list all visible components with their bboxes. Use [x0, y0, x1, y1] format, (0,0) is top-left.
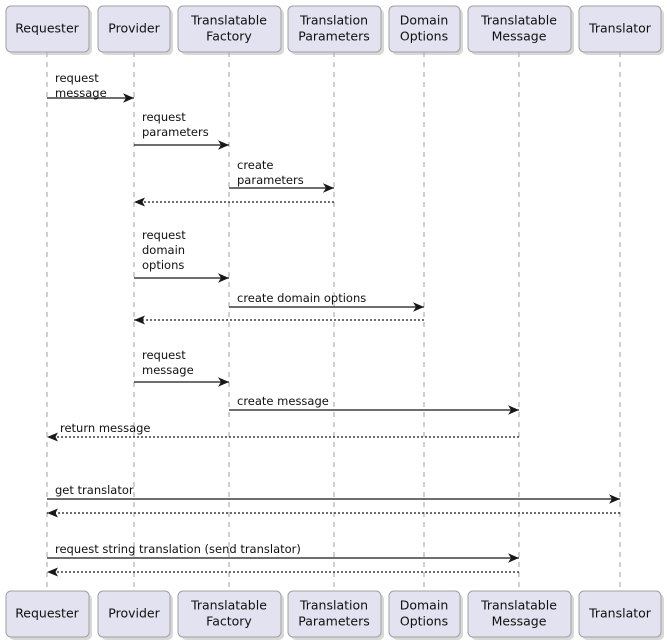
participant-label: Translatable	[190, 598, 267, 613]
participant-label: Factory	[206, 614, 252, 629]
message-label: request	[55, 71, 99, 85]
message-arrowhead	[218, 273, 229, 283]
participant-provider-header[interactable]: Provider	[97, 5, 173, 55]
participant-label: Options	[400, 29, 448, 44]
participant-label: Translation	[299, 13, 368, 28]
message-label: return message	[60, 421, 151, 435]
participant-label: Translator	[588, 21, 652, 36]
participant-label: Message	[492, 614, 547, 629]
participant-box[interactable]	[5, 5, 90, 53]
message-m7[interactable]	[134, 315, 424, 325]
message-m14[interactable]	[47, 567, 519, 577]
message-arrowhead	[413, 302, 424, 312]
participant-label: Domain	[400, 13, 449, 28]
message-arrowhead	[218, 140, 229, 150]
message-arrowhead	[123, 93, 134, 103]
participant-label: Translatable	[190, 13, 267, 28]
participant-label: Translatable	[480, 598, 557, 613]
participant-label: Translator	[588, 606, 652, 621]
participant-box[interactable]	[578, 590, 662, 638]
participant-box[interactable]	[287, 590, 382, 638]
message-m10[interactable]: return message	[47, 421, 519, 442]
participant-box[interactable]	[177, 5, 282, 53]
participant-translator-header[interactable]: Translator	[578, 5, 664, 55]
message-arrowhead	[323, 183, 334, 193]
participant-label: Parameters	[298, 29, 370, 44]
participant-box[interactable]	[97, 590, 171, 638]
participant-label: Requester	[15, 606, 79, 621]
message-arrowhead	[134, 315, 145, 325]
participant-requester-footer[interactable]: Requester	[5, 590, 92, 640]
participant-box[interactable]	[388, 5, 461, 53]
participant-box[interactable]	[578, 5, 662, 53]
participant-box[interactable]	[287, 5, 382, 53]
message-arrowhead	[134, 197, 145, 207]
message-label: domain	[142, 243, 185, 257]
message-arrowhead	[508, 405, 519, 415]
participant-label: Provider	[108, 21, 160, 36]
message-label: parameters	[237, 173, 304, 187]
message-label: options	[142, 258, 184, 272]
messages-layer: requestmessagerequestparameterscreatepar…	[47, 71, 620, 577]
participant-label: Factory	[206, 29, 252, 44]
message-arrowhead	[47, 508, 58, 518]
message-m11[interactable]: get translator	[47, 483, 620, 504]
message-arrowhead	[47, 432, 58, 442]
message-m4[interactable]	[134, 197, 334, 207]
message-arrowhead	[218, 377, 229, 387]
message-m13[interactable]: request string translation (send transla…	[47, 542, 519, 563]
message-label: parameters	[142, 125, 209, 139]
message-label: create	[237, 158, 274, 172]
message-label: request	[142, 110, 186, 124]
participant-provider-footer[interactable]: Provider	[97, 590, 173, 640]
participant-label: Domain	[400, 598, 449, 613]
participant-label: Provider	[108, 606, 160, 621]
message-m6[interactable]: create domain options	[229, 291, 424, 312]
participant-box[interactable]	[177, 590, 282, 638]
message-arrowhead	[508, 553, 519, 563]
message-arrowhead	[609, 494, 620, 504]
participant-box[interactable]	[97, 5, 171, 53]
participant-label: Message	[492, 29, 547, 44]
participant-box[interactable]	[5, 590, 90, 638]
message-m12[interactable]	[47, 508, 620, 518]
participant-box[interactable]	[388, 590, 461, 638]
message-label: get translator	[55, 483, 134, 497]
message-label: request	[142, 348, 186, 362]
message-label: message	[55, 86, 107, 100]
participant-translator-footer[interactable]: Translator	[578, 590, 664, 640]
message-label: create domain options	[237, 291, 366, 305]
message-label: create message	[237, 394, 329, 408]
message-label: request string translation (send transla…	[55, 542, 301, 556]
participant-label: Parameters	[298, 614, 370, 629]
message-arrowhead	[47, 567, 58, 577]
message-label: request	[142, 228, 186, 242]
participant-box[interactable]	[467, 5, 572, 53]
message-label: message	[142, 363, 194, 377]
participant-label: Translation	[299, 598, 368, 613]
participant-label: Translatable	[480, 13, 557, 28]
participant-requester-header[interactable]: Requester	[5, 5, 92, 55]
participant-label: Requester	[15, 21, 79, 36]
message-m9[interactable]: create message	[229, 394, 519, 415]
participant-label: Options	[400, 614, 448, 629]
participant-box[interactable]	[467, 590, 572, 638]
